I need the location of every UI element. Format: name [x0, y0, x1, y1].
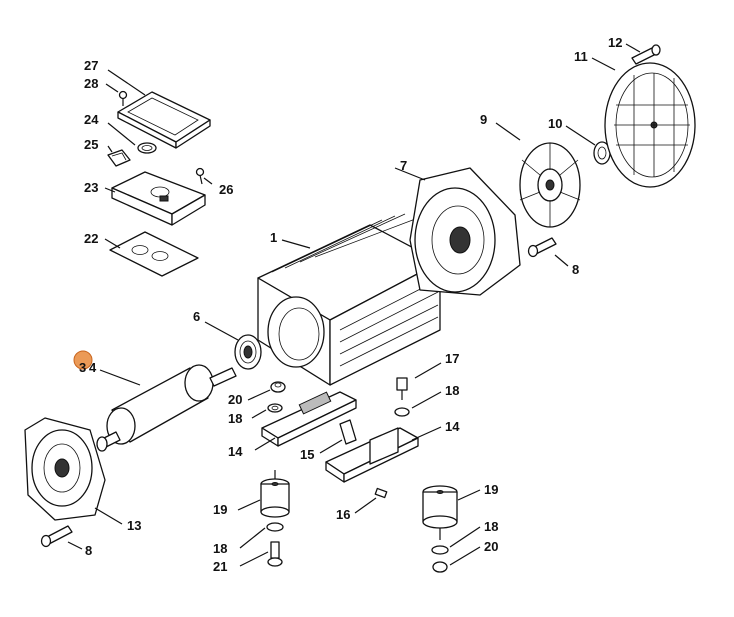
label-20-left[interactable]: 20 [228, 392, 242, 407]
label-18-left[interactable]: 18 [228, 411, 242, 426]
nut-left[interactable] [270, 381, 286, 393]
label-12[interactable]: 12 [608, 35, 622, 50]
cover-screw[interactable] [118, 90, 128, 107]
rotor[interactable] [96, 364, 237, 452]
label-24[interactable]: 24 [84, 112, 99, 127]
fan-cover-screw[interactable] [631, 44, 661, 65]
label-14-left[interactable]: 14 [228, 444, 243, 459]
highlight-marker[interactable] [73, 350, 93, 370]
label-19-right[interactable]: 19 [484, 482, 498, 497]
washer-right-lower[interactable] [431, 545, 449, 555]
pin-16[interactable] [374, 487, 388, 499]
fan-cover[interactable] [604, 62, 696, 188]
label-4[interactable]: 4 [89, 360, 97, 375]
bearing[interactable] [234, 334, 262, 370]
fan-washer[interactable] [593, 141, 611, 165]
label-21[interactable]: 21 [213, 559, 227, 574]
label-25[interactable]: 25 [84, 137, 98, 152]
terminal-box-base[interactable] [111, 171, 206, 226]
label-7[interactable]: 7 [400, 158, 407, 173]
flange-screw-right[interactable] [527, 237, 557, 258]
leader-lines [67, 43, 641, 567]
vibration-mount-left[interactable] [260, 470, 290, 518]
label-8-left[interactable]: 8 [85, 543, 92, 558]
label-15[interactable]: 15 [300, 447, 314, 462]
label-18-left-lower[interactable]: 18 [213, 541, 227, 556]
washer-right-upper[interactable] [394, 407, 410, 417]
label-8-right[interactable]: 8 [572, 262, 579, 277]
label-1[interactable]: 1 [270, 230, 277, 245]
mounting-foot-right[interactable] [325, 427, 419, 483]
adjust-screw-15[interactable] [339, 419, 357, 445]
label-3[interactable]: 3 [79, 360, 86, 375]
label-13[interactable]: 13 [127, 518, 141, 533]
cable-gland-seal[interactable] [137, 142, 157, 154]
terminal-screw[interactable] [195, 167, 205, 185]
cooling-fan[interactable] [519, 142, 581, 228]
washer-left[interactable] [267, 403, 283, 413]
label-26[interactable]: 26 [219, 182, 233, 197]
label-20-right[interactable]: 20 [484, 539, 498, 554]
bolt-17[interactable] [396, 377, 408, 400]
flange-screw-left[interactable] [40, 525, 73, 548]
label-19-left[interactable]: 19 [213, 502, 227, 517]
label-11[interactable]: 11 [574, 49, 588, 64]
label-23[interactable]: 23 [84, 180, 98, 195]
stator-housing[interactable] [257, 213, 441, 386]
vibration-mount-right[interactable] [422, 485, 458, 540]
label-17[interactable]: 17 [445, 351, 459, 366]
label-22[interactable]: 22 [84, 231, 98, 246]
front-flange[interactable] [24, 417, 106, 521]
stud-21[interactable] [267, 541, 283, 567]
label-18-right-upper[interactable]: 18 [445, 383, 459, 398]
terminal-box-cover[interactable] [117, 91, 211, 149]
part-labels: 27 28 24 25 23 26 22 1 7 9 10 11 12 8 6 … [79, 35, 622, 574]
end-flange[interactable] [409, 167, 521, 296]
washer-left-lower[interactable] [266, 522, 284, 532]
cable-gland-plug[interactable] [107, 149, 131, 167]
nut-right[interactable] [432, 561, 448, 573]
label-10[interactable]: 10 [548, 116, 562, 131]
mounting-foot-left[interactable] [261, 391, 357, 447]
label-28[interactable]: 28 [84, 76, 98, 91]
label-18-right-lower[interactable]: 18 [484, 519, 498, 534]
label-9[interactable]: 9 [480, 112, 487, 127]
label-14-right[interactable]: 14 [445, 419, 460, 434]
label-6[interactable]: 6 [193, 309, 200, 324]
terminal-gasket[interactable] [109, 231, 199, 277]
label-16[interactable]: 16 [336, 507, 350, 522]
label-27[interactable]: 27 [84, 58, 98, 73]
